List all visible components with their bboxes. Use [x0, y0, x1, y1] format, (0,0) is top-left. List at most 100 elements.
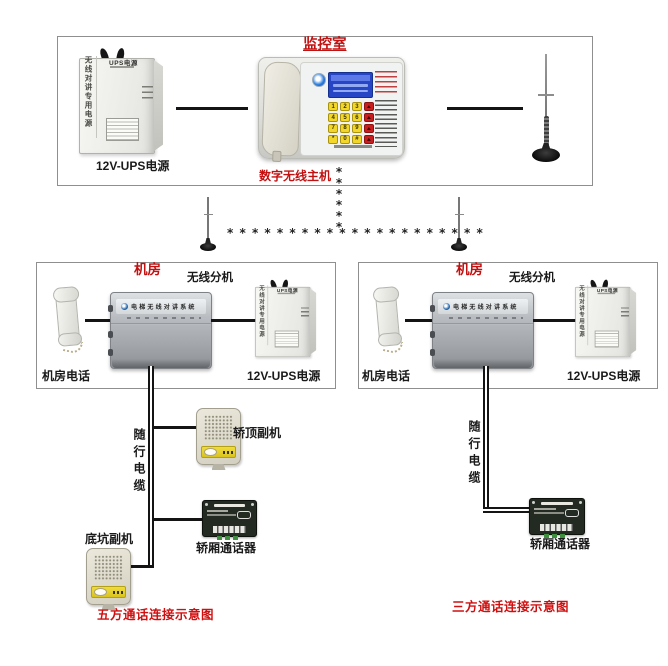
antenna-coil	[543, 116, 549, 146]
ups-vent-slots	[620, 307, 630, 319]
device-groove	[111, 323, 211, 325]
ups-side-face	[154, 60, 163, 151]
ups-vent-slots	[142, 86, 153, 102]
ups-brand-subline	[110, 66, 134, 68]
pcb-connector-diagram	[565, 509, 579, 517]
key-8: 8	[339, 123, 351, 134]
key-9: 9	[351, 123, 363, 134]
right-phone-label: 机房电话	[362, 369, 411, 383]
branch-line	[153, 518, 203, 521]
device-shadow	[112, 359, 210, 368]
main-antenna-icon	[528, 54, 564, 164]
antenna-tick	[454, 214, 464, 215]
device-shadow	[434, 359, 532, 368]
device-subtext-row	[127, 317, 201, 319]
host-logo-icon	[312, 73, 326, 87]
antenna-tick	[203, 214, 213, 215]
device-header-stripe: 电梯无线对讲系统	[116, 299, 206, 314]
antenna-rod	[458, 197, 460, 242]
key-0: 0	[339, 134, 351, 144]
device-groove	[433, 323, 533, 325]
ups-side-face	[309, 288, 317, 355]
ups-label-top: 12V-UPS电源	[96, 159, 170, 173]
travel-cable-right	[483, 366, 489, 511]
connection-line	[447, 107, 523, 110]
lcd-highlight-row	[331, 75, 370, 81]
pcb-terminal-blocks	[213, 526, 246, 533]
pcb-screw	[251, 503, 254, 506]
speaker-foot	[211, 464, 226, 470]
travel-cable-elbow	[483, 507, 529, 513]
left-room-subtitle: 无线分机	[187, 272, 233, 284]
speaker-markings	[113, 591, 123, 594]
ups-vent-slots	[300, 307, 310, 319]
pcb-screw	[579, 501, 582, 504]
host-keypad: 1 2 3 4 5 6 7 8 9 * 0 #	[328, 102, 374, 144]
ups-power-box: 无线对讲专用电源 UPS电源	[575, 279, 639, 357]
device-connector	[429, 331, 435, 338]
right-ups-label: 12V-UPS电源	[567, 369, 641, 383]
pcb-title-bar	[540, 502, 574, 505]
five-party-caption: 五方通话连接示意图	[97, 608, 215, 622]
key-5: 5	[339, 112, 351, 123]
connection-line	[85, 319, 110, 322]
host-instructions-dark	[375, 100, 397, 147]
machine-room-telephone	[50, 287, 86, 355]
key-2: 2	[339, 102, 351, 112]
device-logo-icon	[121, 303, 128, 310]
device-logo-icon	[443, 303, 450, 310]
branch-line	[153, 426, 197, 429]
left-room-title: 机房	[134, 262, 161, 277]
wallphone-handset	[374, 287, 401, 346]
wireless-link-horizontal: *********************	[227, 226, 489, 240]
ups-spec-sticker	[106, 118, 139, 141]
key-7: 7	[328, 123, 339, 134]
antenna-base	[532, 148, 560, 162]
antenna-rod	[545, 54, 547, 146]
device-connector	[429, 349, 435, 356]
pcb-screw	[205, 503, 208, 506]
ups-side-face	[629, 288, 637, 355]
pcb-green-tabs	[217, 536, 240, 540]
pcb-connector-diagram	[237, 511, 251, 519]
ups-brand-text: UPS电源	[276, 288, 298, 294]
travel-cable-label-right: 随行电缆	[467, 420, 481, 488]
ups-spec-sticker	[274, 330, 299, 348]
key-1: 1	[328, 102, 339, 112]
host-label: 数字无线主机	[259, 169, 332, 183]
key-function-red	[363, 123, 374, 134]
antenna-cone	[541, 143, 551, 151]
connection-line	[533, 319, 576, 322]
three-party-caption: 三方通话连接示意图	[452, 600, 570, 614]
room-antenna-icon	[199, 197, 217, 254]
speaker-button	[204, 447, 217, 456]
lcd-text-row	[333, 84, 368, 87]
wallphone-cord	[62, 338, 84, 355]
machine-room-telephone	[370, 287, 406, 355]
pit-sub-unit	[86, 548, 131, 610]
left-ups-label: 12V-UPS电源	[247, 369, 321, 383]
antenna-rod	[207, 197, 209, 242]
car-intercom-board	[202, 500, 257, 540]
travel-cable-label-left: 随行电缆	[132, 428, 146, 496]
car-top-label: 轿顶副机	[233, 426, 282, 440]
pcb-text-line	[207, 514, 237, 516]
wireless-link-vertical: ******	[335, 165, 343, 234]
car-top-sub-unit	[196, 408, 241, 470]
speaker-grille	[94, 555, 123, 580]
host-handset	[261, 61, 302, 157]
speaker-grille	[204, 415, 233, 440]
device-connector	[107, 305, 113, 312]
ups-brand-subline	[597, 292, 616, 295]
host-lcd-screen	[328, 72, 373, 98]
ups-brand-text: UPS电源	[596, 288, 618, 294]
ups-side-text: 无线对讲专用电源	[257, 285, 269, 346]
key-3: 3	[351, 102, 363, 112]
wireless-extension-device: 电梯无线对讲系统	[429, 292, 534, 369]
room-antenna-icon	[450, 197, 468, 254]
key-hash: #	[351, 134, 363, 144]
pit-unit-label: 底坑副机	[85, 532, 134, 546]
device-connector	[429, 305, 435, 312]
ups-brand-text: UPS电源	[109, 60, 138, 67]
